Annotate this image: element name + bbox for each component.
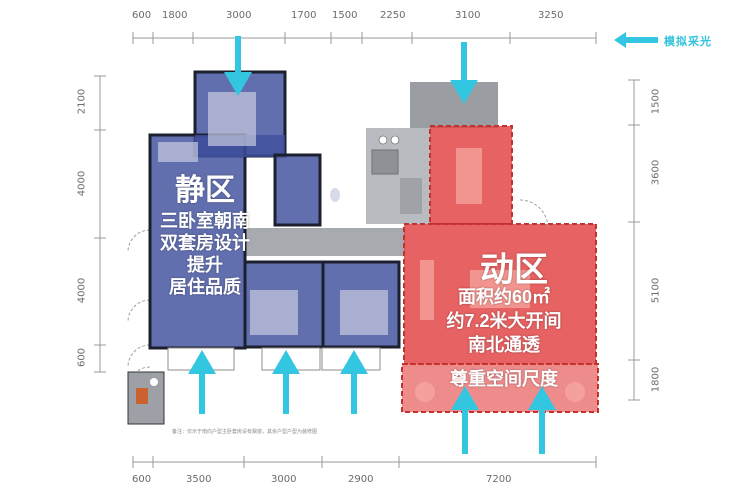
dim-top-3: 3000 xyxy=(226,10,252,21)
quiet-zone-line3: 提升 xyxy=(187,255,223,275)
legend-label: 模拟采光 xyxy=(664,36,712,48)
arrow-left-icon xyxy=(614,32,658,48)
active-zone-line4: 尊重空间尺度 xyxy=(450,369,558,389)
arrow-up-icon xyxy=(188,350,216,414)
dim-top-4: 1700 xyxy=(291,10,317,21)
plan-footnote: 备注：仅示于南向户型主卧套房设有飘窗，其余户型户型为装修图 xyxy=(172,429,318,435)
top-dimension-line xyxy=(132,32,597,44)
arrow-down-icon xyxy=(224,36,252,96)
dim-top-7: 3100 xyxy=(455,10,481,21)
quiet-zone-line4: 居住品质 xyxy=(169,277,241,297)
dim-bottom-1: 600 xyxy=(132,474,152,485)
quiet-zone-furniture xyxy=(158,92,388,335)
arrow-up-icon xyxy=(272,350,300,414)
dim-top-1: 600 xyxy=(132,10,152,21)
dim-bottom-4: 2900 xyxy=(348,474,374,485)
dim-top-6: 2250 xyxy=(380,10,406,21)
arrow-up-icon xyxy=(451,386,479,454)
right-dimension-line xyxy=(628,79,640,401)
entry-door-arc xyxy=(519,199,549,229)
kitchen-area xyxy=(366,82,498,224)
arrow-up-icon xyxy=(340,350,368,414)
left-dimension-line xyxy=(94,75,106,373)
dim-bottom-2: 3500 xyxy=(186,474,212,485)
mini-plan-inset xyxy=(127,371,165,425)
active-zone-line1: 面积约60㎡ xyxy=(457,287,551,307)
quiet-zone-title: 静区 xyxy=(175,174,235,207)
corridor xyxy=(245,228,405,256)
dim-bottom-5: 7200 xyxy=(486,474,512,485)
quiet-zone-line1: 三卧室朝南 xyxy=(160,211,250,231)
active-zone-line3: 南北通透 xyxy=(468,335,540,355)
arrow-up-icon xyxy=(528,386,556,454)
dim-top-2: 1800 xyxy=(162,10,188,21)
active-zone-title: 动区 xyxy=(480,251,548,289)
dim-top-8: 3250 xyxy=(538,10,564,21)
dim-top-5: 1500 xyxy=(332,10,358,21)
active-zone-furniture xyxy=(415,148,585,402)
dim-bottom-3: 3000 xyxy=(271,474,297,485)
arrow-down-icon xyxy=(450,42,478,104)
bottom-dimension-line xyxy=(132,456,597,468)
active-zone-line2: 约7.2米大开间 xyxy=(446,311,562,331)
quiet-zone-line2: 双套房设计 xyxy=(160,233,250,253)
